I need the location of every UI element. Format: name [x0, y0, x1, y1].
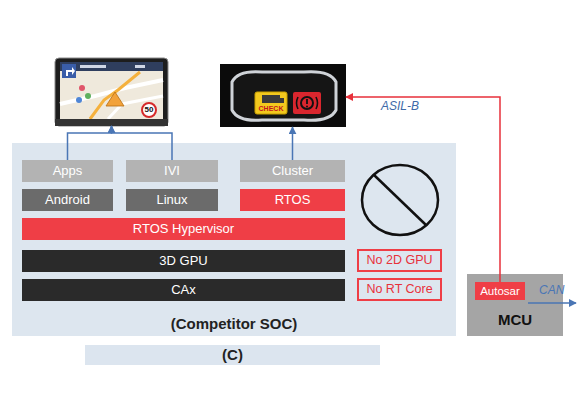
hardware-bar: 3D GPU: [22, 250, 345, 272]
missing-feature-box: No 2D GPU: [357, 249, 442, 272]
check-engine-icon: [255, 92, 287, 114]
node-text: IVI: [164, 164, 180, 178]
turn-arrow: [66, 67, 75, 76]
turn-icon: [62, 64, 76, 78]
hardware-bar: CAx: [22, 279, 345, 301]
tablet-screen: [60, 62, 163, 119]
screen-bar-mark: [80, 65, 106, 68]
brake-symbol: [301, 97, 313, 109]
node-text: RTOS: [275, 193, 311, 207]
brake-symbol: [316, 97, 318, 109]
app-layer-box: Apps: [22, 160, 113, 182]
os-box: RTOS: [240, 189, 345, 211]
node-text: (C): [222, 347, 243, 364]
speed-sign: [142, 103, 156, 117]
app-layer-box: IVI: [126, 160, 218, 182]
missing-feature-box: No RT Core: [357, 278, 442, 301]
node-text: CAx: [171, 283, 196, 297]
os-box: Linux: [126, 189, 218, 211]
tablet-illustration: [55, 58, 168, 126]
os-box: Android: [22, 189, 113, 211]
engine-symbol: [262, 95, 284, 103]
node-text: MCU: [498, 312, 532, 329]
node-text: Android: [45, 193, 90, 207]
node-text: (Competitor SOC): [171, 316, 298, 333]
tablet-display: 50: [55, 58, 168, 126]
cluster-display: CHECK: [220, 64, 346, 127]
tablet-bezel: [55, 119, 168, 126]
brake-symbol: [306, 99, 308, 104]
brake-symbol: [306, 106, 308, 108]
hypervisor-bar: RTOS Hypervisor: [22, 218, 345, 240]
soc-block: (Competitor SOC) Apps IVI ClusterAndroid Lin…: [12, 143, 456, 336]
node-text: No 2D GPU: [367, 254, 433, 268]
node-text: Linux: [156, 193, 187, 207]
autosar-box: Autosar: [475, 282, 525, 300]
node-text: Cluster: [272, 164, 313, 178]
brake-symbol: [297, 97, 299, 109]
map-icon: [85, 93, 91, 99]
cluster-panel: [220, 64, 346, 127]
node-text: Apps: [53, 164, 83, 178]
gauge-outline: [232, 72, 336, 121]
tablet-frame: [55, 58, 168, 126]
screen-bar-mark: [135, 65, 145, 68]
node-text: 50: [142, 105, 156, 115]
brake-warning-icon: [293, 92, 321, 114]
node-text: RTOS Hypervisor: [133, 222, 234, 236]
node-text: CHECK: [255, 105, 287, 113]
caption-strip: (C): [85, 345, 380, 365]
node-text: 3D GPU: [159, 254, 207, 268]
node-text: Autosar: [480, 285, 520, 298]
signal-label: CAN: [539, 284, 564, 297]
cluster-illustration: [220, 64, 346, 127]
position-marker: [106, 92, 124, 106]
map-icon: [79, 85, 85, 91]
safety-level-label: ASIL-B: [381, 100, 419, 113]
app-layer-box: Cluster: [240, 160, 345, 182]
node-text: No RT Core: [366, 283, 432, 297]
map-icon: [76, 97, 82, 103]
